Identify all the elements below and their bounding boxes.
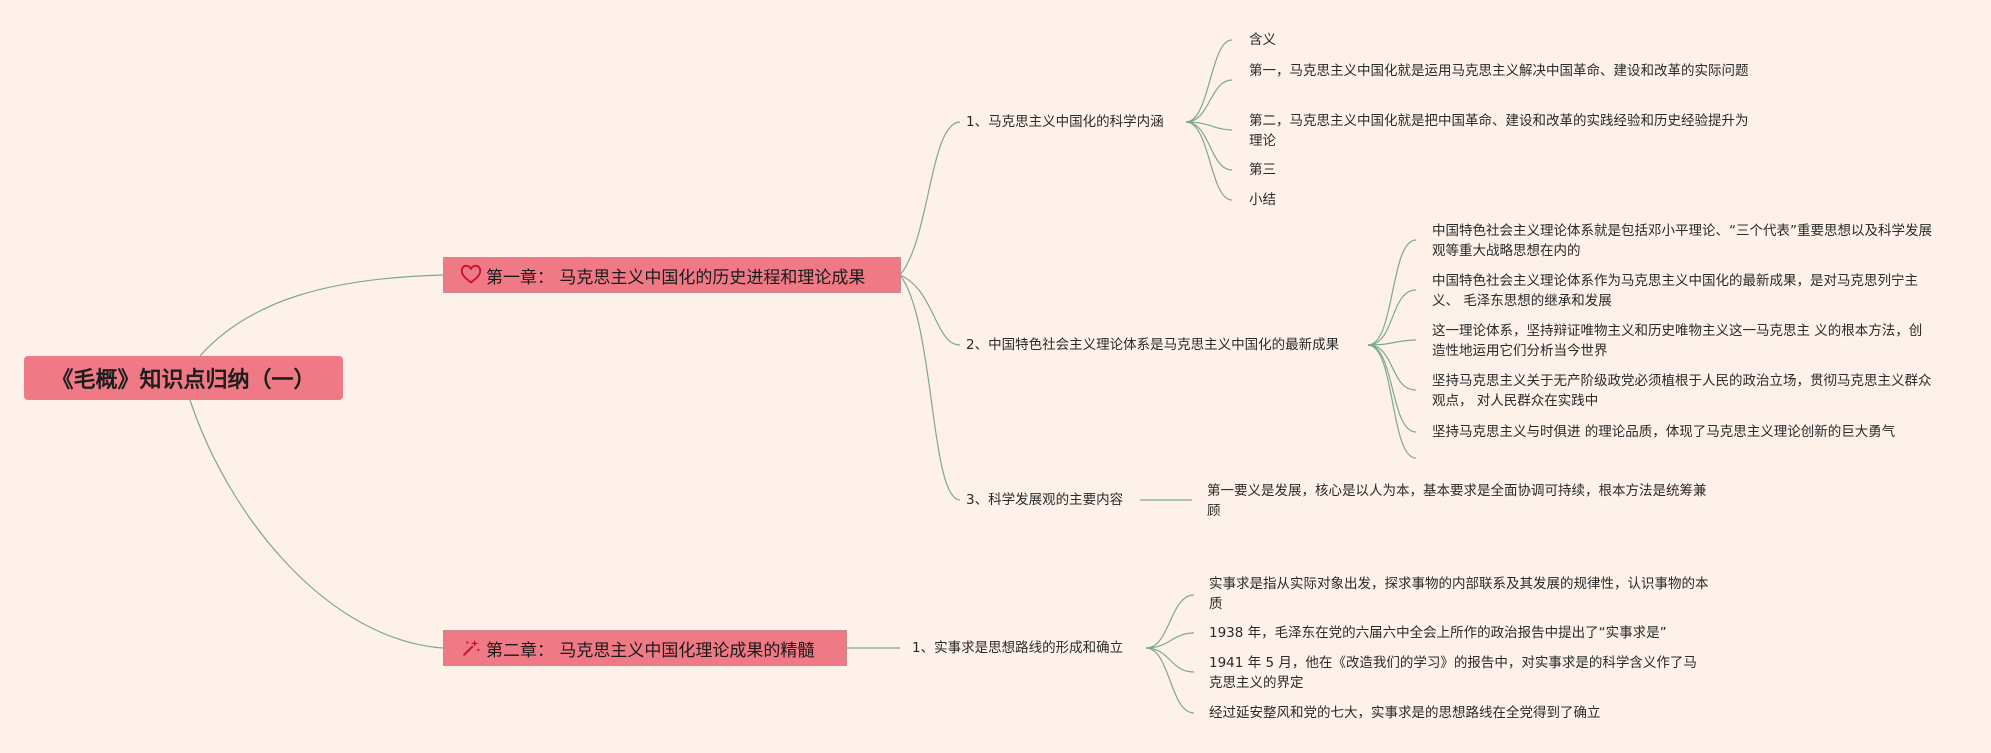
leaf-1-1-2[interactable]: 第一，马克思主义中国化就是运用马克思主义解决中国革命、建设和改革的实际问题 — [1249, 63, 1749, 79]
topic-1-1[interactable]: 1、马克思主义中国化的科学内涵 — [966, 114, 1164, 130]
topic-2-1[interactable]: 1、实事求是思想路线的形成和确立 — [912, 640, 1124, 656]
root-title: 《毛概》知识点归纳（一） — [51, 368, 316, 393]
leaf-2-1-2[interactable]: 1938 年，毛泽东在党的六届六中全会上所作的政治报告中提出了“实事求是” — [1209, 625, 1667, 641]
leaf-2-1-1[interactable]: 实事求是指从实际对象出发，探求事物的内部联系及其发展的规律性，认识事物的本质 — [1209, 576, 1709, 612]
leaf-1-2-5[interactable]: 坚持马克思主义与时俱进 的理论品质，体现了马克思主义理论创新的巨大勇气 — [1432, 424, 1896, 440]
topic-1-3[interactable]: 3、科学发展观的主要内容 — [966, 492, 1124, 508]
leaf-1-2-2[interactable]: 中国特色社会主义理论体系作为马克思主义中国化的最新成果，是对马克思列宁主义、 毛… — [1432, 273, 1918, 309]
magic-wand-icon — [460, 637, 482, 659]
leaf-2-1-3[interactable]: 1941 年 5 月，他在《改造我们的学习》的报告中，对实事求是的科学含义作了马… — [1209, 655, 1697, 691]
root-topic[interactable]: 《毛概》知识点归纳（一） — [24, 356, 343, 400]
chapter-2-node[interactable]: 第二章： 马克思主义中国化理论成果的精髓 — [443, 630, 847, 666]
leaf-1-2-4[interactable]: 坚持马克思主义关于无产阶级政党必须植根于人民的政治立场，贯彻马克思主义群众观点，… — [1432, 373, 1932, 409]
leaf-1-1-4[interactable]: 第三 — [1249, 162, 1276, 178]
chapter-1-label: 第一章： 马克思主义中国化的历史进程和理论成果 — [486, 267, 866, 288]
topic-1-2[interactable]: 2、中国特色社会主义理论体系是马克思主义中国化的最新成果 — [966, 337, 1340, 353]
chapter-1-node[interactable]: 第一章： 马克思主义中国化的历史进程和理论成果 — [443, 257, 901, 293]
heart-icon — [460, 264, 482, 286]
leaf-1-3-1[interactable]: 第一要义是发展，核心是以人为本，基本要求是全面协调可持续，根本方法是统筹兼顾 — [1207, 483, 1707, 519]
leaf-2-1-4[interactable]: 经过延安整风和党的七大，实事求是的思想路线在全党得到了确立 — [1209, 705, 1601, 721]
chapter-2-label: 第二章： 马克思主义中国化理论成果的精髓 — [486, 640, 815, 661]
leaf-1-2-1[interactable]: 中国特色社会主义理论体系就是包括邓小平理论、“三个代表”重要思想以及科学发展 观… — [1432, 223, 1932, 259]
leaf-1-2-3[interactable]: 这一理论体系，坚持辩证唯物主义和历史唯物主义这一马克思主 义的根本方法，创造性地… — [1432, 323, 1923, 359]
leaf-1-1-5[interactable]: 小结 — [1249, 192, 1276, 208]
leaf-1-1-3[interactable]: 第二，马克思主义中国化就是把中国革命、建设和改革的实践经验和历史经验提升为理论 — [1249, 113, 1749, 149]
leaf-1-1-1[interactable]: 含义 — [1249, 32, 1276, 48]
